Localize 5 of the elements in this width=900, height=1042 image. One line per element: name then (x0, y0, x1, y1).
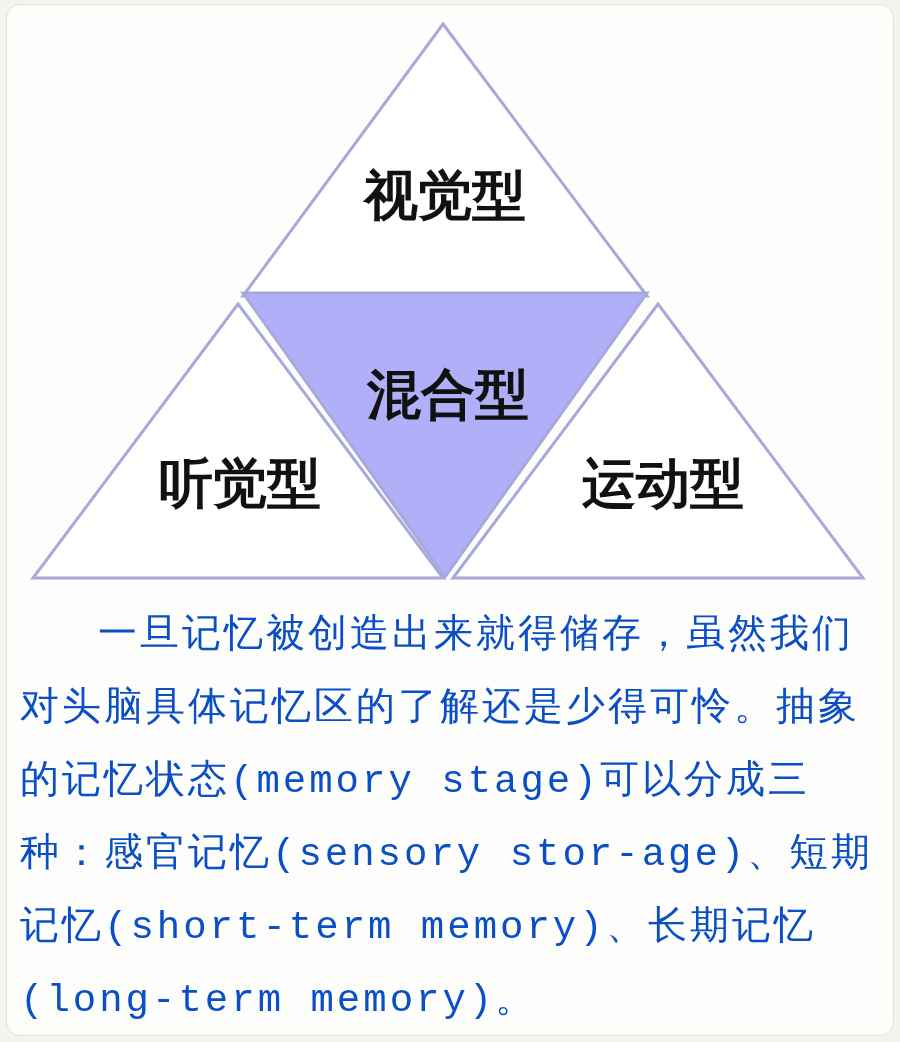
type-label: 混合型 (367, 365, 529, 425)
type-label: 听觉型 (159, 454, 321, 514)
caption: 一旦记忆被创造出来就得储存，虽然我们对头脑具体记忆区的了解还是少得可怜。抽象的记忆状态(memory stage)可以分成三种：感官记忆(sensory stor-age)、短期记忆(short-term memory)、长期记忆(long-term memory)。 (20, 612, 875, 1025)
type-label: 运动型 (582, 454, 744, 514)
type-label: 视觉型 (364, 166, 526, 226)
